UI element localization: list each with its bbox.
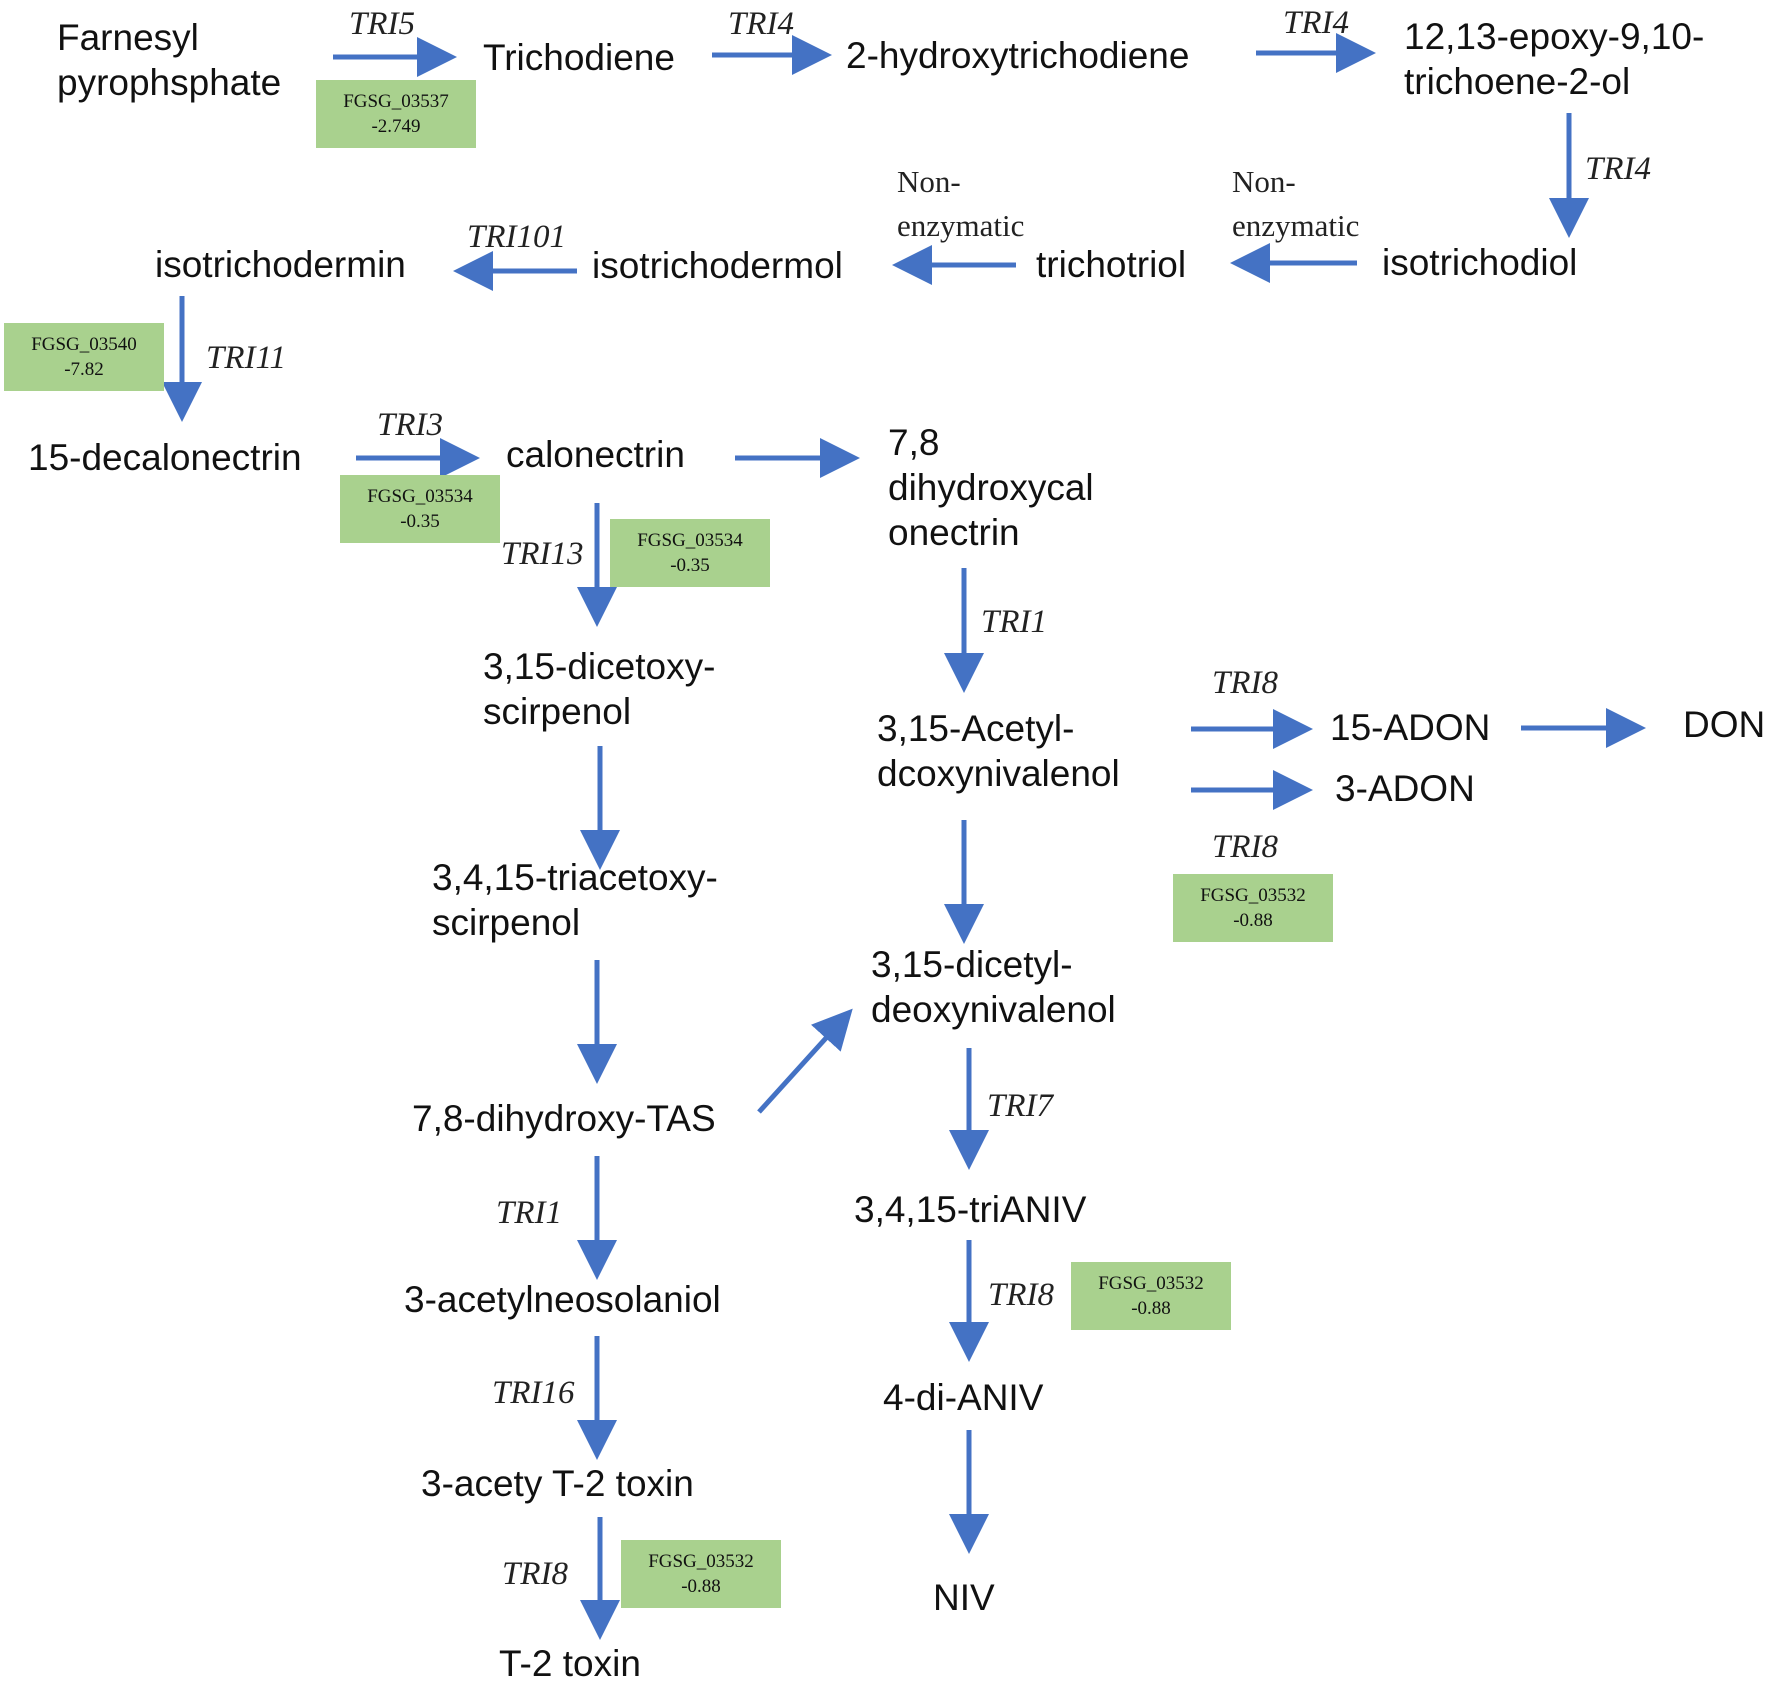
compound-niv: NIV [933, 1577, 995, 1618]
enzyme-label-tri11: TRI11 [206, 340, 287, 376]
gene-box-fgsg-03537: FGSG_03537 -2.749 [316, 80, 476, 148]
gene-box-fgsg-03532: FGSG_03532 -0.88 [621, 1540, 781, 1608]
compound-3-acetylneosolaniol: 3-acetylneosolaniol [404, 1279, 721, 1320]
enzyme-label-tri8: TRI8 [502, 1556, 568, 1592]
compound-isotrichodermol: isotrichodermol [592, 245, 843, 286]
compound-3-15-dicetyl-deoxynivalenol: 3,15-dicetyl- deoxynivalenol [871, 944, 1116, 1030]
compound-15-decalonectrin: 15-decalonectrin [28, 437, 302, 478]
enzyme-label-tri4: TRI4 [1283, 5, 1349, 41]
non-enzymatic-label: Non- enzymatic [897, 164, 1025, 243]
enzyme-label-tri5: TRI5 [349, 6, 415, 42]
compound-don: DON [1683, 704, 1766, 745]
enzyme-label-tri8: TRI8 [1212, 829, 1278, 865]
compound-trichodiene: Trichodiene [483, 37, 675, 78]
enzyme-label-tri1: TRI1 [981, 604, 1047, 640]
compound-t2-toxin: T-2 toxin [499, 1643, 641, 1684]
compound-trichotriol: trichotriol [1036, 244, 1187, 285]
gene-box-fgsg-03540: FGSG_03540 -7.82 [4, 323, 164, 391]
gene-box-fgsg-03532: FGSG_03532 -0.88 [1071, 1262, 1231, 1330]
compound-3-4-15-trianiv: 3,4,15-triANIV [854, 1189, 1087, 1230]
compound-3-15-dicetoxyscirpenol: 3,15-dicetoxy- scirpenol [483, 646, 716, 732]
enzyme-label-tri4: TRI4 [1585, 151, 1651, 187]
compound-4-di-aniv: 4-di-ANIV [883, 1377, 1044, 1418]
enzyme-label-tri16: TRI16 [492, 1375, 575, 1411]
compound-7-8-dihydroxycalonectrin: 7,8 dihydroxycal onectrin [888, 422, 1094, 553]
enzyme-label-tri8: TRI8 [988, 1277, 1054, 1313]
compound-12-13-epoxy-trichoene-ol: 12,13-epoxy-9,10- trichoene-2-ol [1404, 16, 1705, 102]
gene-box-fgsg-03532: FGSG_03532 -0.88 [1173, 874, 1333, 942]
compound-3-acety-t2-toxin: 3-acety T-2 toxin [421, 1463, 694, 1504]
non-enzymatic-label: Non- enzymatic [1232, 164, 1360, 243]
compound-farnesyl-pyrophosphate: Farnesyl pyrophsphate [57, 17, 282, 103]
compound-2-hydroxytrichodiene: 2-hydroxytrichodiene [846, 35, 1190, 76]
enzyme-label-tri13: TRI13 [501, 536, 584, 572]
enzyme-label-tri3: TRI3 [377, 407, 443, 443]
gene-box-fgsg-03534: FGSG_03534 -0.35 [340, 475, 500, 543]
compound-calonectrin: calonectrin [506, 434, 685, 475]
arrow-dihydroxy-tas-to-dicetyl-deoxynivalenol [757, 1008, 853, 1114]
compound-isotrichodermin: isotrichodermin [155, 244, 406, 285]
enzyme-label-tri101: TRI101 [467, 219, 566, 255]
compound-3-adon: 3-ADON [1335, 768, 1475, 809]
compound-3-15-acetyl-dcoxynivalenol: 3,15-Acetyl- dcoxynivalenol [877, 708, 1120, 794]
enzyme-label-tri7: TRI7 [987, 1088, 1053, 1124]
compound-3-4-15-triacetoxyscirpenol: 3,4,15-triacetoxy- scirpenol [432, 857, 718, 943]
compound-7-8-dihydroxy-tas: 7,8-dihydroxy-TAS [412, 1098, 716, 1139]
enzyme-label-tri4: TRI4 [728, 6, 794, 42]
gene-box-fgsg-03534: FGSG_03534 -0.35 [610, 519, 770, 587]
compound-15-adon: 15-ADON [1330, 707, 1491, 748]
enzyme-label-tri1: TRI1 [496, 1195, 562, 1231]
compound-isotrichodiol: isotrichodiol [1382, 242, 1578, 283]
enzyme-label-tri8: TRI8 [1212, 665, 1278, 701]
